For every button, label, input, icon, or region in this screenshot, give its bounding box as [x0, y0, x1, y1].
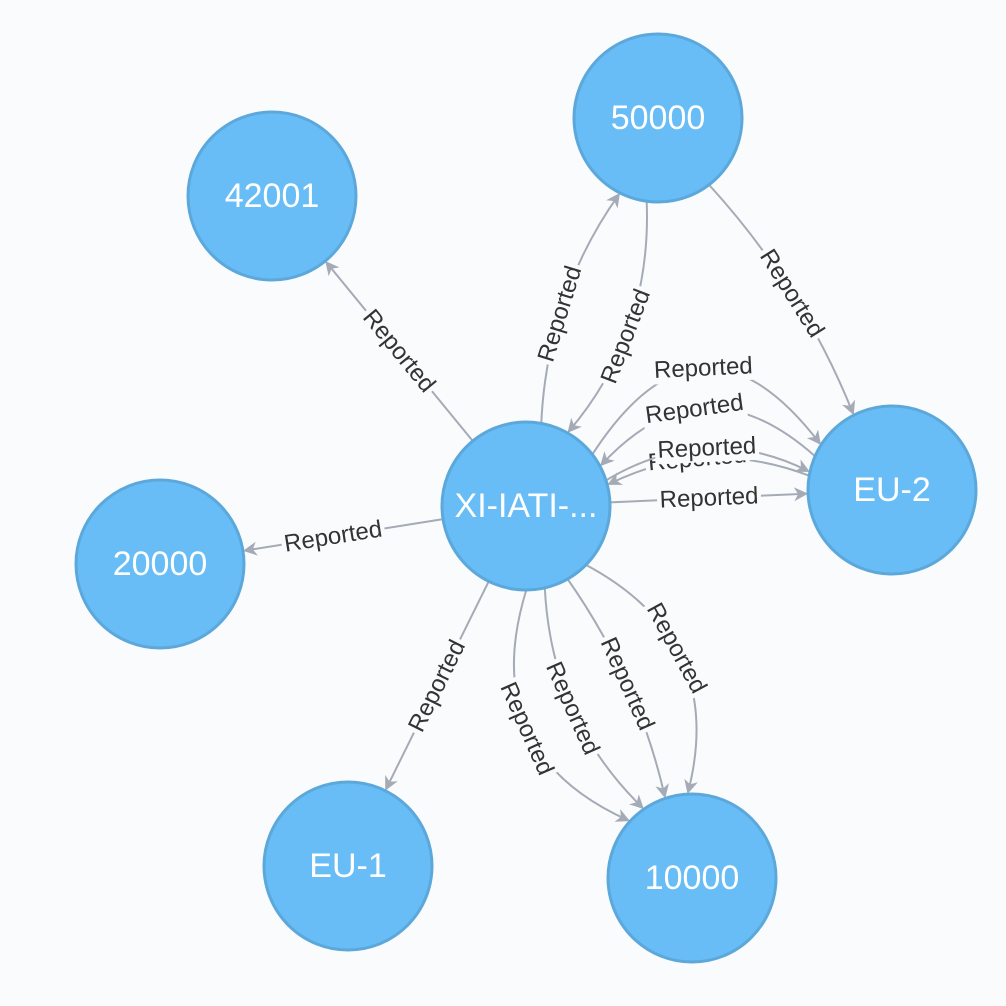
edge-label-background: [492, 675, 561, 782]
edge-label-group: Reported: [639, 595, 714, 701]
edge-n50000-to-center[interactable]: Reported: [567, 201, 658, 433]
node-circle[interactable]: [262, 780, 434, 952]
edge-label-background: [654, 431, 760, 465]
edge-label-background: [401, 633, 473, 739]
node-circle[interactable]: [186, 110, 358, 282]
node-label: 50000: [611, 99, 706, 137]
node-neu1[interactable]: EU-1: [262, 780, 434, 952]
edge-label-group: Reported: [593, 630, 662, 738]
edge-label: Reported: [596, 285, 657, 387]
edge-center-to-n50000[interactable]: Reported: [531, 192, 620, 424]
edge-label-background: [531, 260, 589, 368]
edge-center-to-n42001[interactable]: Reported: [325, 260, 474, 442]
node-label: 10000: [645, 859, 740, 897]
edge-label: Reported: [754, 244, 829, 342]
edge-center-to-neu2[interactable]: Reported: [591, 351, 821, 455]
node-label: EU-2: [853, 471, 930, 509]
node-n50000[interactable]: 50000: [572, 32, 744, 204]
edge-label-background: [656, 481, 762, 515]
node-label: 20000: [113, 545, 208, 583]
edge-label: Reported: [282, 516, 384, 558]
edge-label-background: [355, 301, 443, 401]
edge-label-background: [594, 282, 658, 390]
edge-label-background: [639, 595, 714, 701]
edge-label-background: [279, 514, 387, 559]
edge-label-group: Reported: [401, 633, 473, 739]
edge-label-background: [538, 655, 607, 762]
edge-label: Reported: [595, 633, 660, 734]
edge-label-group: Reported: [279, 514, 387, 559]
edge-label: Reported: [540, 658, 605, 759]
edge-label: Reported: [494, 678, 559, 779]
edge-label-background: [593, 630, 662, 738]
edge-label-group: Reported: [355, 301, 443, 401]
node-circle[interactable]: [572, 32, 744, 204]
edge-label-group: Reported: [654, 431, 760, 465]
edge-label-group: Reported: [640, 388, 748, 431]
node-n42001[interactable]: 42001: [186, 110, 358, 282]
node-neu2[interactable]: EU-2: [806, 404, 978, 576]
node-center[interactable]: XI-IATI-...: [440, 420, 612, 592]
edge-label-background: [650, 351, 756, 385]
edge-label-group: Reported: [656, 481, 762, 515]
edge-center-to-neu2[interactable]: Reported: [605, 431, 810, 482]
edge-center-to-n20000[interactable]: Reported: [242, 514, 444, 559]
node-circle[interactable]: [440, 420, 612, 592]
edge-neu2-to-center[interactable]: Reported: [600, 388, 816, 467]
edge-label-background: [640, 388, 748, 431]
edge-label-group: Reported: [650, 351, 756, 385]
edge-label-group: Reported: [594, 282, 658, 390]
node-circle[interactable]: [606, 792, 778, 964]
node-label: XI-IATI-...: [455, 487, 598, 525]
nodes-layer: XI-IATI-... 42001 50000 20000 EU-2EU-1 10000: [74, 32, 978, 964]
edge-center-to-n10000[interactable]: Reported: [585, 564, 714, 795]
edge-label: Reported: [403, 636, 471, 736]
edge-label-background: [752, 241, 832, 345]
node-circle[interactable]: [806, 404, 978, 576]
edge-label-group: Reported: [531, 260, 589, 368]
node-circle[interactable]: [74, 478, 246, 650]
edge-label: Reported: [659, 482, 759, 513]
node-label: 42001: [225, 177, 320, 215]
edge-label-group: Reported: [752, 241, 832, 345]
node-label: EU-1: [309, 847, 386, 885]
edge-label: Reported: [357, 304, 440, 397]
edge-center-to-neu1[interactable]: Reported: [385, 580, 490, 791]
node-n20000[interactable]: 20000: [74, 478, 246, 650]
node-n10000[interactable]: 10000: [606, 792, 778, 964]
edge-center-to-neu2[interactable]: Reported: [609, 481, 809, 515]
edge-label: Reported: [533, 263, 588, 365]
edge-label: Reported: [653, 352, 753, 384]
edge-label: Reported: [641, 598, 712, 698]
edge-label: Reported: [657, 432, 757, 464]
